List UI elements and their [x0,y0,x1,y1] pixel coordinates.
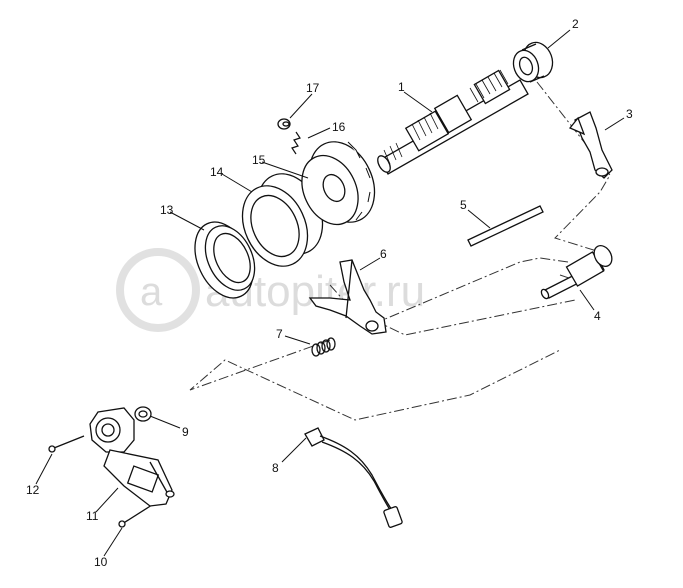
leader-lines [35,29,625,557]
callout-2: 2 [572,17,579,31]
part-5-shift-rod [467,205,544,247]
part-8-sensor-harness [304,427,403,528]
part-15-gear-hub [301,141,376,226]
callout-6: 6 [380,247,387,261]
part-11-shift-motor [89,407,175,507]
part-3-shift-fork [568,111,613,179]
part-1-main-shaft [377,69,529,175]
part-14-clutch-sleeve [241,173,324,267]
callout-16: 16 [332,120,346,134]
callout-8: 8 [272,461,279,475]
svg-text:a: a [140,270,163,314]
part-4-selector-shaft [540,245,613,300]
callout-1: 1 [398,80,405,94]
part-13-sync-ring [194,221,256,299]
part-16-spring [291,131,301,155]
part-9-washer [134,406,152,422]
part-10-screw [118,504,153,528]
part-7-spring [311,337,336,357]
callout-17: 17 [306,81,320,95]
callout-3: 3 [626,107,633,121]
callout-14: 14 [210,165,224,179]
callout-4: 4 [594,309,601,323]
routing-lines [189,81,611,421]
part-17-detent-ball [277,118,291,130]
callout-12: 12 [26,483,40,497]
callout-7: 7 [276,327,283,341]
callout-10: 10 [94,555,108,569]
callout-15: 15 [252,153,266,167]
callout-9: 9 [182,425,189,439]
callout-5: 5 [460,198,467,212]
callout-11: 11 [86,509,99,523]
part-2-bearing [512,41,554,83]
part-6-shift-fork [308,259,387,335]
callout-labels: 1 2 3 4 5 6 7 8 9 10 11 12 13 14 15 16 1… [26,17,633,569]
part-12-bolt [48,435,85,453]
callout-13: 13 [160,203,174,217]
